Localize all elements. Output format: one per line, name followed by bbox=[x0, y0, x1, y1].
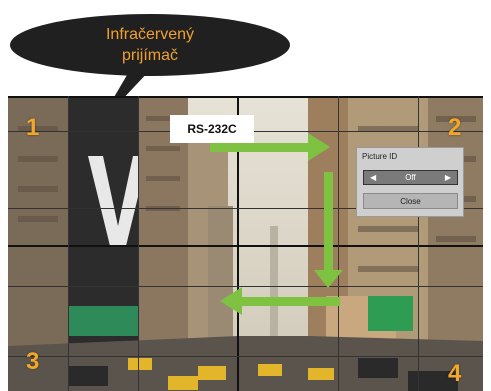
picture-id-value: Off bbox=[405, 173, 416, 182]
ir-receiver-callout: Infračervený prijímač bbox=[10, 14, 290, 76]
bezel-line bbox=[418, 96, 419, 391]
left-triangle-icon[interactable]: ◀ bbox=[370, 173, 377, 182]
bezel-line bbox=[138, 96, 139, 391]
arrow-right-head bbox=[308, 133, 330, 161]
close-button[interactable]: Close bbox=[363, 193, 458, 209]
arrow-down-head bbox=[314, 270, 343, 288]
arrow-right-shaft bbox=[210, 143, 310, 152]
bezel-line bbox=[68, 96, 69, 391]
callout-line1: Infračervený bbox=[105, 26, 195, 43]
right-triangle-icon[interactable]: ▶ bbox=[444, 173, 451, 182]
panel-number-3: 3 bbox=[26, 348, 40, 375]
picture-id-title: Picture ID bbox=[362, 152, 398, 161]
bezel-line bbox=[338, 96, 339, 391]
panel-number-1: 1 bbox=[26, 114, 40, 141]
wall-horizontal-divider bbox=[8, 245, 483, 247]
panel-number-2: 2 bbox=[448, 114, 462, 141]
city-street-image bbox=[8, 96, 483, 391]
wall-top-edge bbox=[8, 96, 483, 98]
wall-vertical-divider bbox=[237, 96, 239, 391]
arrow-down-shaft bbox=[324, 172, 333, 272]
rs232c-label: RS-232C bbox=[170, 115, 254, 143]
bezel-line bbox=[8, 286, 483, 287]
video-wall: 1 2 3 4 bbox=[8, 96, 483, 391]
arrow-left-shaft bbox=[240, 297, 340, 306]
picture-id-dialog: Picture ID ◀ Off ▶ Close bbox=[356, 147, 464, 217]
bezel-line bbox=[8, 208, 483, 209]
picture-id-selector[interactable]: ◀ Off ▶ bbox=[363, 170, 458, 185]
panel-number-4: 4 bbox=[448, 360, 462, 387]
callout-line2: prijímač bbox=[121, 47, 178, 64]
bezel-line bbox=[8, 356, 483, 357]
arrow-left-head bbox=[220, 287, 242, 315]
